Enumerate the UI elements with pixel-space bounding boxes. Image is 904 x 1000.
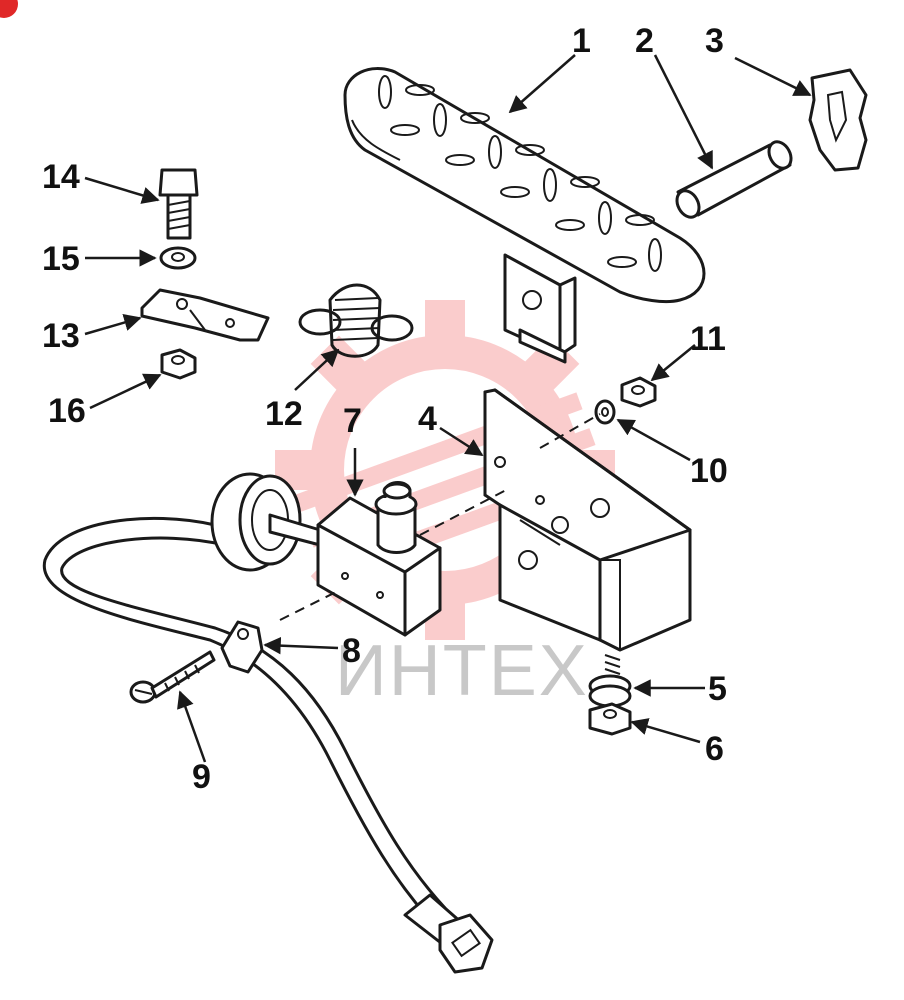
part-11-nut (620, 376, 657, 408)
watermark-text: ИНТЕХ (335, 631, 589, 711)
callout-2: 2 (635, 22, 654, 60)
callout-10: 10 (690, 452, 728, 490)
assembly-lines (279, 413, 601, 621)
part-1-footrest-plate (343, 67, 706, 364)
callout-5: 5 (708, 670, 727, 708)
callout-9: 9 (192, 758, 211, 796)
part-15-washer (159, 246, 197, 270)
part-14-bolt (158, 168, 199, 240)
callout-12: 12 (265, 395, 303, 433)
part-4-bracket (483, 388, 692, 652)
part-16-nut (160, 348, 197, 380)
part-8-clamp (220, 620, 264, 674)
callout-7: 7 (343, 402, 362, 440)
part-2-pin (675, 140, 793, 219)
callout-8: 8 (342, 632, 361, 670)
part-5-washer (588, 654, 632, 708)
part-3-clip (808, 68, 868, 172)
callout-13: 13 (42, 317, 80, 355)
callout-15: 15 (42, 240, 80, 278)
callout-4: 4 (418, 400, 437, 438)
corner-badge (0, 0, 18, 18)
callout-1: 1 (572, 22, 591, 60)
leader-arrows (84, 54, 812, 763)
part-10-washer (594, 399, 616, 425)
part-9-screw (129, 650, 216, 704)
part-7-switch (42, 472, 447, 922)
callout-3: 3 (705, 22, 724, 60)
part-6-nut (588, 702, 632, 736)
part-12-spring (298, 283, 414, 358)
cable-connector (403, 893, 494, 974)
callout-6: 6 (705, 730, 724, 768)
callout-11: 11 (690, 320, 726, 358)
callout-14: 14 (42, 158, 80, 196)
part-13-plate (140, 288, 270, 342)
callout-labels: 1 2 3 14 15 13 16 12 7 4 11 10 8 5 6 9 (42, 22, 728, 796)
callout-16: 16 (48, 392, 86, 430)
